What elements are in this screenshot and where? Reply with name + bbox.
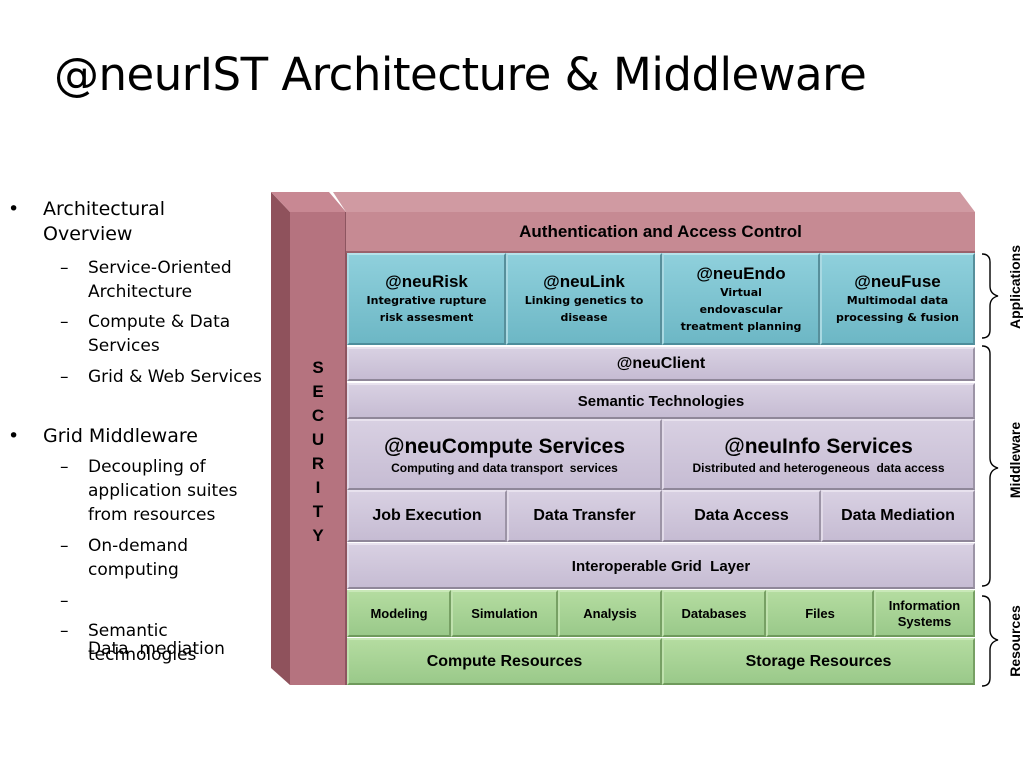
- dash-marker: –: [60, 457, 69, 477]
- bullet-marker: •: [8, 198, 20, 220]
- auth-bar-top: [333, 192, 975, 212]
- compute-resources: Compute Resources: [347, 638, 662, 685]
- app-neulink: @neuLink Linking genetics to disease: [506, 253, 662, 345]
- security-pillar-top: [271, 192, 346, 212]
- interoperable-grid-layer: Interoperable Grid Layer: [347, 543, 975, 589]
- dash-marker: –: [60, 536, 69, 556]
- auth-bar-front: [346, 212, 975, 252]
- brace-applications: [981, 253, 999, 339]
- dash-marker: –: [60, 591, 69, 611]
- resource-information-systems: Information Systems: [874, 590, 975, 637]
- semantic-technologies-layer: Semantic Technologies: [347, 383, 975, 419]
- data-access: Data Access: [662, 490, 821, 542]
- data-transfer: Data Transfer: [507, 490, 662, 542]
- label-resources: Resources: [1007, 605, 1023, 677]
- sub-bullet-grid-web: Grid & Web Services: [88, 367, 262, 387]
- neuinfo-services: @neuInfo Services Distributed and hetero…: [662, 419, 975, 490]
- resource-simulation: Simulation: [451, 590, 558, 637]
- auth-access-control: Authentication and Access Control: [519, 222, 802, 241]
- brace-resources: [981, 595, 999, 687]
- label-applications: Applications: [1007, 245, 1023, 330]
- app-neufuse: @neuFuse Multimodal data processing & fu…: [820, 253, 975, 345]
- job-execution: Job Execution: [347, 490, 507, 542]
- resource-databases: Databases: [662, 590, 766, 637]
- label-middleware: Middleware: [1007, 421, 1023, 499]
- neuclient-layer: @neuClient: [347, 347, 975, 381]
- brace-middleware: [981, 345, 999, 587]
- resource-files: Files: [766, 590, 874, 637]
- security-pillar-side: [271, 192, 290, 685]
- app-neurisk: @neuRisk Integrative rupture risk assesm…: [347, 253, 506, 345]
- resource-modeling: Modeling: [347, 590, 451, 637]
- bullet-grid-middleware: Grid Middleware: [43, 425, 198, 447]
- resource-analysis: Analysis: [558, 590, 662, 637]
- sub-bullet-data-mediation: Data mediation: [88, 639, 225, 659]
- neucompute-services: @neuCompute Services Computing and data …: [347, 419, 662, 490]
- dash-marker: –: [60, 258, 69, 278]
- app-neuendo: @neuEndo Virtual endovascular treatment …: [662, 253, 820, 345]
- security-label: S E C U R I T Y: [311, 358, 325, 545]
- dash-marker: –: [60, 621, 69, 641]
- data-mediation: Data Mediation: [821, 490, 975, 542]
- slide-title: @neurIST Architecture & Middleware: [54, 48, 867, 101]
- storage-resources: Storage Resources: [662, 638, 975, 685]
- security-pillar-front: [290, 212, 346, 685]
- bullet-marker: •: [8, 425, 20, 447]
- dash-marker: –: [60, 367, 69, 387]
- dash-marker: –: [60, 312, 69, 332]
